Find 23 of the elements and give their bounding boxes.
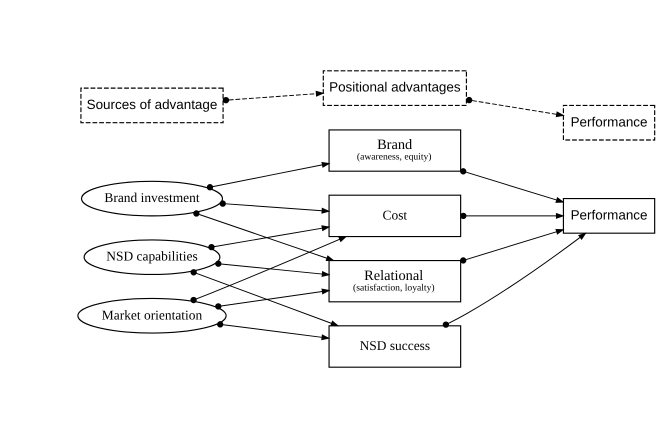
node-box: Relational (satisfaction, loyalty) — [328, 260, 462, 302]
node-box: Sources of advantage — [80, 88, 224, 124]
node-box: NSD success — [328, 325, 462, 368]
arrow — [460, 212, 565, 220]
node-box: Cost — [328, 194, 462, 238]
arrow — [215, 288, 330, 310]
arrow — [193, 210, 335, 261]
node-box: Performance — [562, 104, 656, 141]
node-box: Positional advantages — [322, 70, 467, 106]
node-box: Brand (awareness, equity) — [328, 129, 462, 172]
arrow — [442, 232, 587, 328]
arrow — [208, 225, 330, 250]
arrow — [220, 200, 330, 214]
arrow — [190, 236, 348, 304]
node-box: Performance — [562, 198, 656, 234]
arrow — [217, 321, 330, 340]
arrow — [222, 90, 324, 104]
arrow — [190, 269, 340, 326]
arrow — [466, 96, 565, 118]
arrow — [206, 162, 330, 190]
arrow — [215, 260, 330, 278]
arrow — [460, 168, 565, 203]
arrow — [460, 228, 565, 264]
